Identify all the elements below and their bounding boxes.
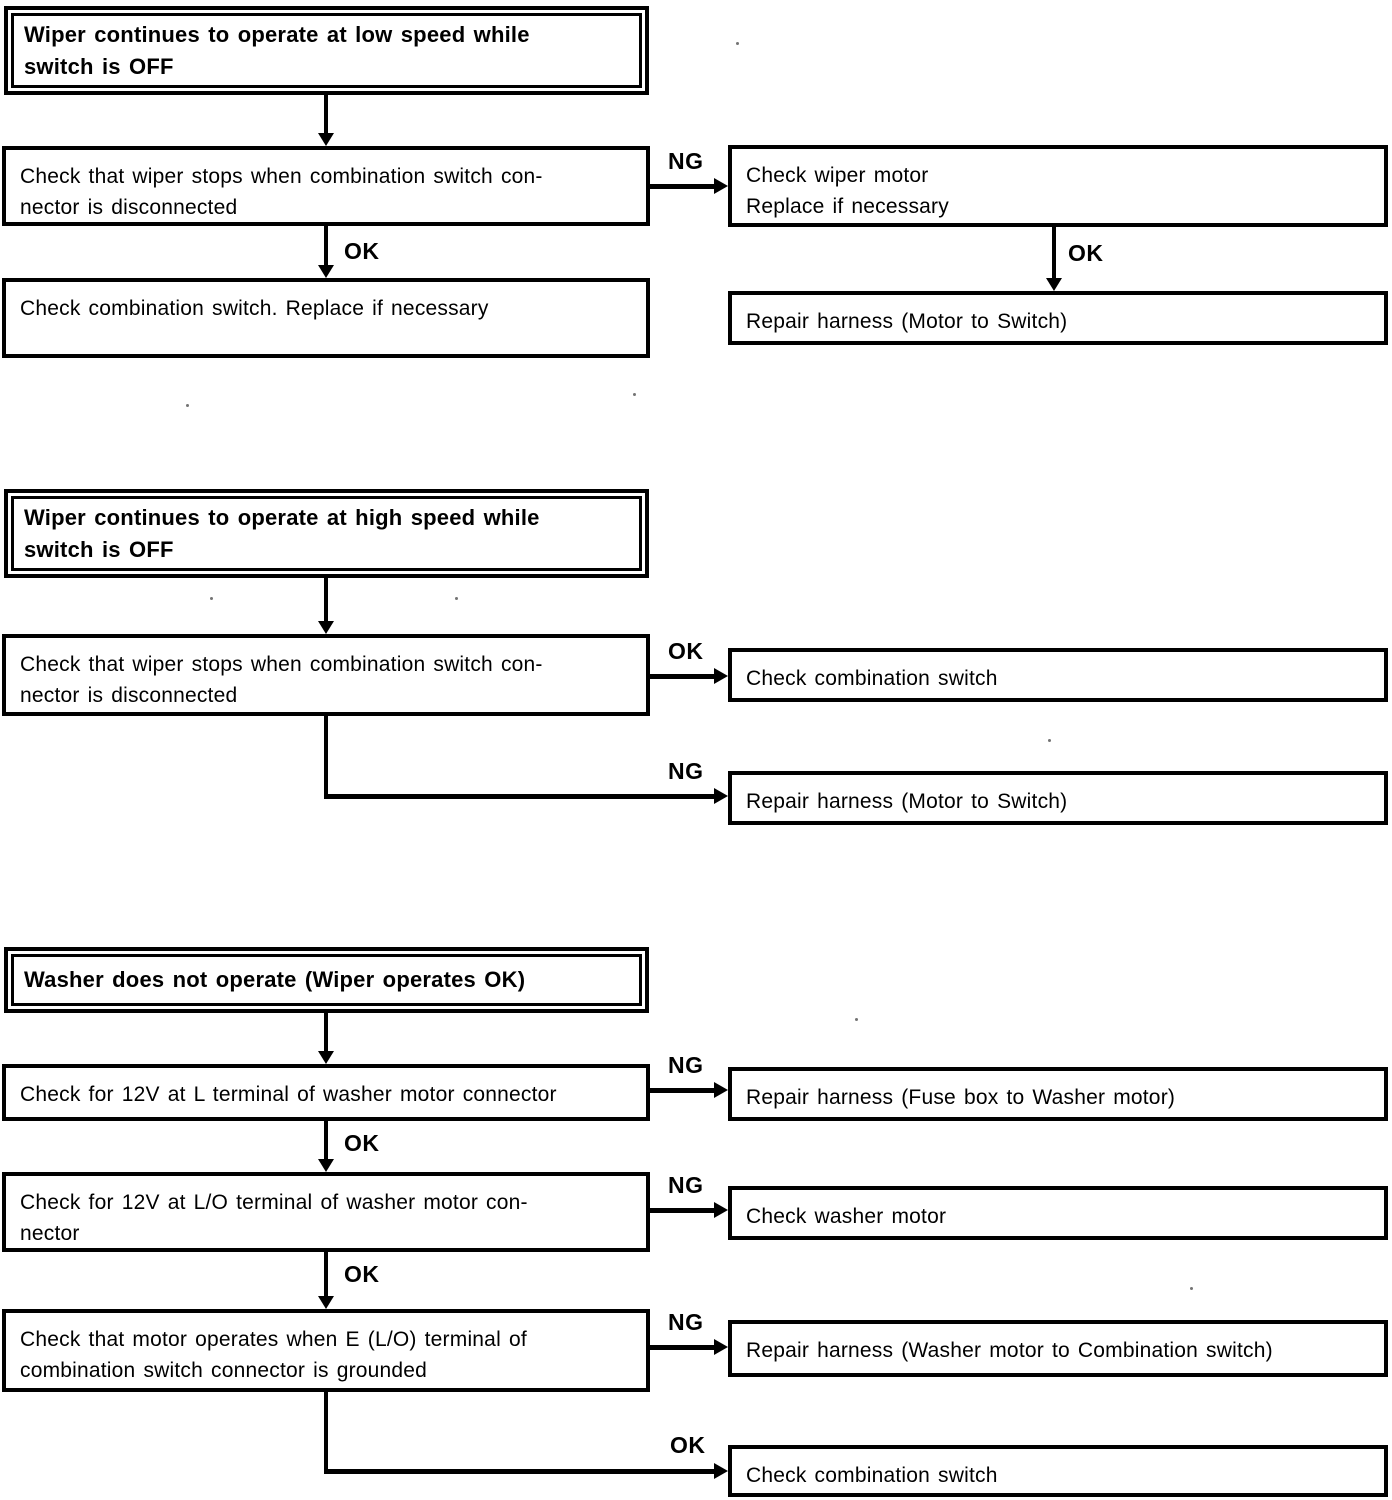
connector-line [650, 1345, 714, 1350]
symptom-title-line: switch is OFF [24, 536, 174, 562]
step-text-line: nector is disconnected [20, 684, 238, 707]
step-box-check-motor-grounded: Check that motor operates when E (L/O) t… [2, 1309, 650, 1392]
result-box-check-washer-motor: Check washer motor [728, 1186, 1388, 1240]
result-box-check-wiper-motor: Check wiper motor Replace if necessary [728, 145, 1388, 227]
arrow-right-icon [714, 668, 728, 684]
arrow-down-icon [1046, 278, 1062, 291]
connector-line [324, 226, 328, 266]
result-text-line: Repair harness (Motor to Switch) [746, 310, 1068, 333]
step-text-line: nector [20, 1222, 80, 1245]
scan-noise-dot [186, 404, 189, 407]
symptom-box-wiper-high-speed: Wiper continues to operate at high speed… [4, 489, 649, 578]
step-box-check-wiper-stops-1: Check that wiper stops when combination … [2, 146, 650, 226]
result-text-line: Repair harness (Fuse box to Washer motor… [746, 1086, 1176, 1109]
scan-noise-dot [455, 597, 458, 600]
scan-noise-dot [210, 597, 213, 600]
result-box-repair-harness-motor-switch-2: Repair harness (Motor to Switch) [728, 771, 1388, 825]
symptom-title-line: Washer does not operate (Wiper operates … [24, 967, 526, 992]
result-box-check-combination-switch-3: Check combination switch [728, 1445, 1388, 1497]
connector-line [324, 794, 714, 799]
connector-line [324, 1252, 328, 1296]
edge-label-ng: NG [668, 1172, 704, 1198]
step-text-line: Check for 12V at L/O terminal of washer … [20, 1191, 528, 1214]
arrow-down-icon [318, 1159, 334, 1172]
scan-noise-dot [736, 42, 739, 45]
edge-label-ok: OK [344, 238, 380, 264]
arrow-right-icon [714, 1463, 728, 1479]
edge-label-ok: OK [668, 638, 704, 664]
result-text-line: Replace if necessary [746, 195, 949, 218]
scan-noise-dot [1190, 1287, 1193, 1290]
symptom-title-line: switch is OFF [24, 53, 174, 79]
arrow-down-icon [318, 265, 334, 278]
connector-line [1052, 227, 1056, 279]
connector-line [650, 674, 714, 679]
step-box-check-12v-lo-terminal: Check for 12V at L/O terminal of washer … [2, 1172, 650, 1252]
connector-line [324, 578, 328, 622]
step-text-line: Check for 12V at L terminal of washer mo… [20, 1083, 557, 1106]
result-box-repair-harness-fuse-washer: Repair harness (Fuse box to Washer motor… [728, 1067, 1388, 1121]
connector-line [324, 1013, 328, 1051]
step-text-line: combination switch connector is grounded [20, 1359, 428, 1382]
arrow-right-icon [714, 788, 728, 804]
step-text-line: Check that wiper stops when combination … [20, 653, 543, 676]
symptom-title-line: Wiper continues to operate at low speed … [24, 21, 530, 47]
arrow-right-icon [714, 178, 728, 194]
symptom-title: Wiper continues to operate at low speed … [11, 13, 642, 88]
result-box-repair-harness-motor-switch-1: Repair harness (Motor to Switch) [728, 291, 1388, 345]
connector-line [650, 1208, 714, 1213]
result-text-line: Repair harness (Motor to Switch) [746, 790, 1068, 813]
connector-line [324, 1469, 714, 1474]
connector-line [324, 95, 328, 135]
step-text-line: nector is disconnected [20, 196, 238, 219]
arrow-down-icon [318, 1296, 334, 1309]
result-text-line: Repair harness (Washer motor to Combinat… [746, 1339, 1273, 1362]
step-text-line: Check that motor operates when E (L/O) t… [20, 1328, 527, 1351]
connector-line [324, 1392, 328, 1473]
result-text-line: Check combination switch [746, 667, 998, 690]
symptom-box-wiper-low-speed: Wiper continues to operate at low speed … [4, 6, 649, 95]
scan-noise-dot [855, 1018, 858, 1021]
edge-label-ng: NG [668, 758, 704, 784]
edge-label-ng: NG [668, 1052, 704, 1078]
scan-noise-dot [633, 393, 636, 396]
edge-label-ng: NG [668, 148, 704, 174]
arrow-right-icon [714, 1202, 728, 1218]
symptom-title-line: Wiper continues to operate at high speed… [24, 504, 540, 530]
result-box-check-combination-switch-replace: Check combination switch. Replace if nec… [2, 278, 650, 358]
connector-line [324, 1121, 328, 1159]
connector-line [650, 1088, 714, 1093]
symptom-box-washer-not-operate: Washer does not operate (Wiper operates … [4, 947, 649, 1013]
step-box-check-wiper-stops-2: Check that wiper stops when combination … [2, 634, 650, 716]
edge-label-ok: OK [344, 1261, 380, 1287]
result-text-line: Check combination switch [746, 1464, 998, 1487]
edge-label-ok: OK [1068, 240, 1104, 266]
step-box-check-12v-l-terminal: Check for 12V at L terminal of washer mo… [2, 1064, 650, 1121]
step-text-line: Check that wiper stops when combination … [20, 165, 543, 188]
result-text-line: Check wiper motor [746, 164, 929, 187]
scan-noise-dot [1048, 739, 1051, 742]
result-box-repair-harness-washer-combo: Repair harness (Washer motor to Combinat… [728, 1320, 1388, 1377]
arrow-down-icon [318, 1051, 334, 1064]
arrow-right-icon [714, 1339, 728, 1355]
symptom-title: Wiper continues to operate at high speed… [11, 496, 642, 571]
arrow-right-icon [714, 1082, 728, 1098]
result-box-check-combination-switch-2: Check combination switch [728, 648, 1388, 702]
edge-label-ng: NG [668, 1309, 704, 1335]
connector-line [650, 184, 714, 189]
edge-label-ok: OK [344, 1130, 380, 1156]
arrow-down-icon [318, 133, 334, 146]
result-text-line: Check combination switch. Replace if nec… [20, 297, 489, 320]
connector-line [324, 716, 328, 798]
edge-label-ok: OK [670, 1432, 706, 1458]
result-text-line: Check washer motor [746, 1205, 947, 1228]
arrow-down-icon [318, 621, 334, 634]
symptom-title: Washer does not operate (Wiper operates … [11, 954, 642, 1006]
